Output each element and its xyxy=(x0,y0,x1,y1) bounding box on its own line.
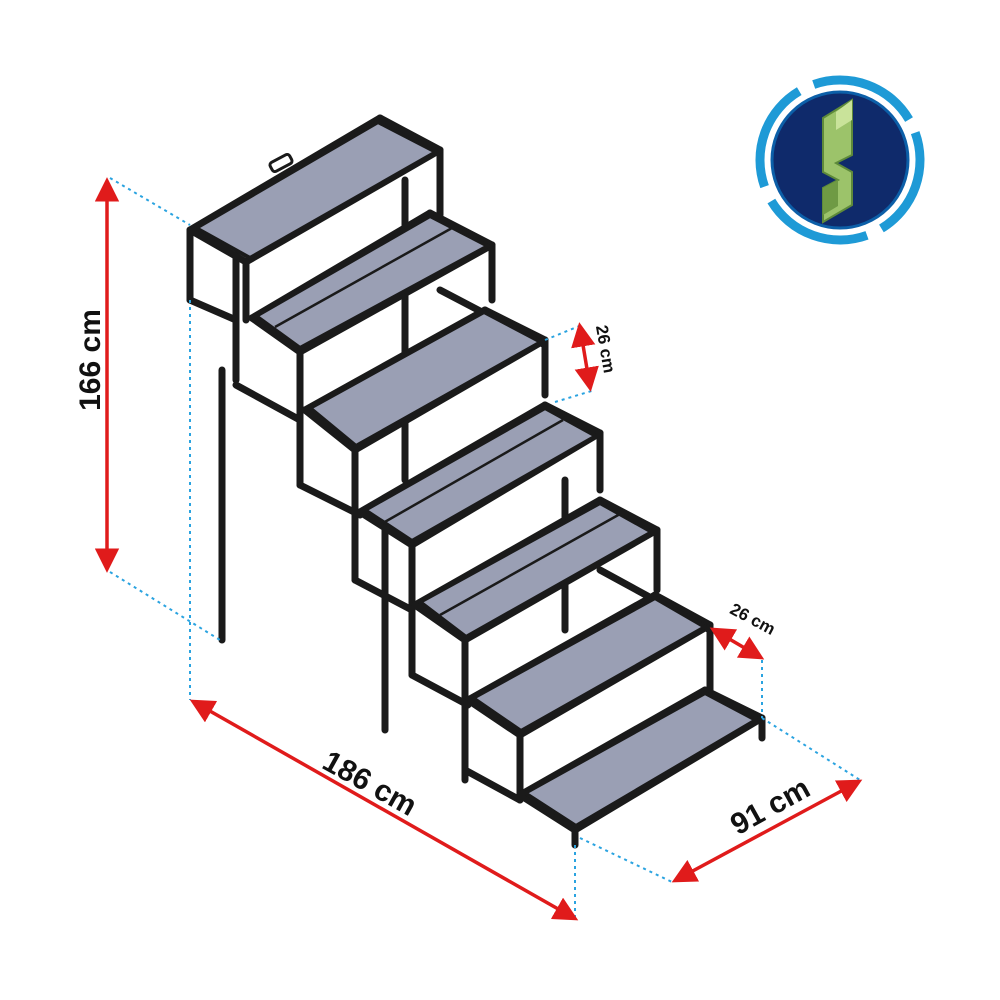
length-label: 186 cm xyxy=(317,745,422,823)
depth-label: 26 cm xyxy=(727,599,778,638)
tread-slats xyxy=(274,226,621,617)
rise-label: 26 cm xyxy=(592,324,619,375)
tread-3 xyxy=(308,310,543,448)
dimension-arrows xyxy=(94,177,863,921)
width-label: 91 cm xyxy=(725,772,815,842)
stair-treads xyxy=(194,120,758,828)
depth-arrow xyxy=(709,627,765,660)
brand-logo-icon xyxy=(755,75,925,245)
width-arrow xyxy=(671,779,863,883)
carry-handle xyxy=(268,152,294,174)
top-platform xyxy=(194,120,438,260)
tread-4 xyxy=(363,406,598,543)
height-label: 166 cm xyxy=(74,309,107,411)
length-arrow xyxy=(189,699,579,921)
rise-arrow xyxy=(571,322,599,392)
tread-5 xyxy=(418,501,654,639)
tread-2 xyxy=(254,214,490,350)
